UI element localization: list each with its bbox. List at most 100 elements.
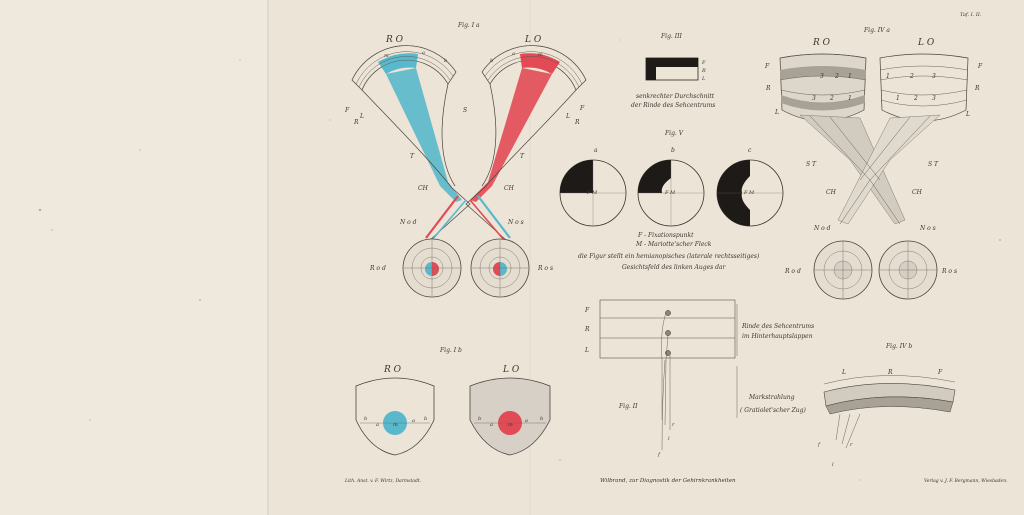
fig-4a-right-f: F bbox=[977, 63, 983, 70]
fig-1a-t-left: T bbox=[410, 153, 415, 160]
fig-4a-num-l3b: 3 bbox=[812, 95, 816, 102]
fig-1a-left-cyan-sector bbox=[378, 53, 418, 74]
fig-4b-l-label: l bbox=[832, 462, 834, 468]
fig-4a-right-cortex bbox=[879, 53, 969, 122]
fig-4b-title: Fig. IV b bbox=[885, 343, 912, 350]
fig-2-label-rinde-2: im Hinterhauptslappen bbox=[742, 333, 813, 340]
fig-2-cortex-box bbox=[599, 299, 736, 359]
fig-4a-ch-left: CH bbox=[826, 189, 837, 196]
fig-1b-right-b2: b bbox=[540, 416, 543, 422]
fig-1b-title: Fig. I b bbox=[439, 347, 462, 354]
fig-4a-left-tract bbox=[799, 114, 906, 225]
fig-1a-right-r: R bbox=[574, 119, 580, 126]
fig-3-l: L bbox=[701, 76, 706, 82]
fig-1a-left-letter-b: b bbox=[444, 58, 447, 64]
fig-1b-right-b: b bbox=[478, 416, 481, 422]
fig-5: Fig. V a b c F M F M F M F - Fixationspu… bbox=[559, 130, 784, 271]
fig-5-caption-1: F - Fixationspunkt bbox=[637, 232, 694, 239]
fig-2-f-label: f bbox=[657, 452, 661, 458]
fig-1b-left-label: R O bbox=[383, 365, 402, 375]
fig-3: Fig. III F R L senkrechter Durchschnitt … bbox=[631, 33, 715, 109]
fig-2: F R L Fig. II r l f Rinde des Sehcentrum… bbox=[584, 299, 814, 458]
fig-2-label-mark-2: ( Gratiolet'scher Zug) bbox=[740, 407, 806, 414]
fig-1b-right-a2: a bbox=[525, 418, 528, 424]
fig-2-f: F bbox=[584, 307, 590, 314]
fig-4b: Fig. IV b L R F f r l bbox=[817, 343, 956, 468]
fig-4a-left-r: R bbox=[765, 85, 771, 92]
fig-1b-left-m: m bbox=[393, 422, 398, 428]
fig-2-l: L bbox=[584, 347, 589, 354]
fig-4a-num-l1: 1 bbox=[848, 73, 852, 80]
fig-4a-num-r2b: 2 bbox=[913, 95, 918, 102]
fig-1a-nos: N o s bbox=[507, 219, 524, 226]
fig-4a-num-l1b: 1 bbox=[848, 95, 852, 102]
fig-4a-right-l: L bbox=[965, 111, 970, 118]
fig-4b-f: F bbox=[937, 369, 943, 376]
fig-3-caption-1: senkrechter Durchschnitt bbox=[636, 93, 715, 100]
fig-4a-left-f: F bbox=[764, 63, 770, 70]
fig-5-caption-2: M - Mariotte'scher Fleck bbox=[635, 241, 712, 248]
fig-4a-right-r: R bbox=[974, 85, 980, 92]
fig-1a-right-letter-b: b bbox=[490, 58, 493, 64]
fig-4a-num-l2: 2 bbox=[834, 73, 839, 80]
fig-4a-right-tract bbox=[837, 114, 941, 225]
footer-left: Lith. Anst. v. F. Wirtz, Darmstadt. bbox=[344, 478, 422, 484]
fig-1a-right-letter-m: m bbox=[538, 52, 543, 58]
fig-4a-nos: N o s bbox=[919, 225, 936, 232]
fig-1a-left-letter-m: m bbox=[384, 53, 389, 59]
fig-5-fm-a: F M bbox=[586, 190, 598, 196]
fig-4a-nod: N o d bbox=[813, 225, 831, 232]
fig-2-l-label: l bbox=[668, 436, 670, 442]
fig-1a-right-l: L bbox=[565, 113, 570, 120]
fig-1b-left-a2: a bbox=[412, 418, 415, 424]
fig-5-caption-4: Gesichtsfeld des linken Auges dar bbox=[622, 264, 727, 271]
fig-4a-rod: R o d bbox=[784, 268, 801, 275]
fig-4a-st-left: S T bbox=[806, 161, 817, 168]
fig-1a-nod: N o d bbox=[399, 219, 417, 226]
fig-1a-left-letter-a: a bbox=[422, 50, 425, 56]
footer-center: Wilbrand, zur Diagnostik der Gehirnkrank… bbox=[600, 478, 736, 484]
fig-4b-r: R bbox=[887, 369, 893, 376]
fig-1a-right-red-sector bbox=[520, 53, 560, 74]
fig-4a-st-right: S T bbox=[928, 161, 939, 168]
fig-1a-left-l: L bbox=[359, 113, 364, 120]
fig-5-label-b: b bbox=[671, 147, 675, 154]
fig-1a-right-label: L O bbox=[524, 35, 542, 45]
fig-1b-right-m: m bbox=[508, 422, 513, 428]
paper-specks bbox=[38, 39, 1001, 481]
fig-1a-title: Fig. I a bbox=[457, 22, 480, 29]
fig-1a-right-red-tract bbox=[470, 68, 552, 202]
fig-4a-num-l2b: 2 bbox=[829, 95, 834, 102]
fig-1b: Fig. I b R O L O m a a b b m a a b b bbox=[355, 347, 551, 456]
fig-1a-left-cyan-tract bbox=[386, 68, 462, 202]
fig-5-caption-3: die Figur stellt ein hemianopisches (lat… bbox=[578, 253, 760, 260]
fig-5-title: Fig. V bbox=[664, 130, 684, 137]
fig-4a-title: Fig. IV a bbox=[863, 27, 890, 34]
fig-1b-right-a: a bbox=[490, 422, 493, 428]
fig-1a-s: S bbox=[463, 107, 467, 114]
fig-5-fm-b: F M bbox=[664, 190, 676, 196]
fig-4a-num-r1b: 1 bbox=[896, 95, 900, 102]
fig-4a-num-r1: 1 bbox=[886, 73, 890, 80]
fig-1a-rod: R o d bbox=[369, 265, 386, 272]
fig-2-label-mark-1: Markstrahlung bbox=[748, 394, 795, 401]
fig-4a-ch-right: CH bbox=[912, 189, 923, 196]
fig-2-title: Fig. II bbox=[618, 403, 638, 410]
fig-4a-num-l3: 3 bbox=[820, 73, 824, 80]
fig-1b-left-b: b bbox=[364, 416, 367, 422]
fig-1b-left-b2: b bbox=[424, 416, 427, 422]
fig-3-caption-2: der Rinde des Sehcentrums bbox=[631, 102, 715, 109]
fig-4a-num-r3: 3 bbox=[932, 73, 936, 80]
fig-2-r-label: r bbox=[672, 422, 675, 428]
fig-4a-ros: R o s bbox=[941, 268, 957, 275]
plate-label: Taf. I. II. bbox=[960, 12, 982, 18]
fig-1a-left-label: R O bbox=[385, 35, 404, 45]
fig-2-r: R bbox=[584, 326, 590, 333]
fig-1a-left-r: R bbox=[353, 119, 359, 126]
fig-1a-ch-right: CH bbox=[504, 185, 515, 192]
fig-5-label-a: a bbox=[594, 147, 598, 154]
fig-4b-f-label: f bbox=[817, 442, 821, 448]
fig-4a-num-r3b: 3 bbox=[932, 95, 936, 102]
footer-right: Verlag v. J. F. Bergmann, Wiesbaden. bbox=[924, 478, 1008, 484]
fig-4a-left-l: L bbox=[774, 109, 779, 116]
